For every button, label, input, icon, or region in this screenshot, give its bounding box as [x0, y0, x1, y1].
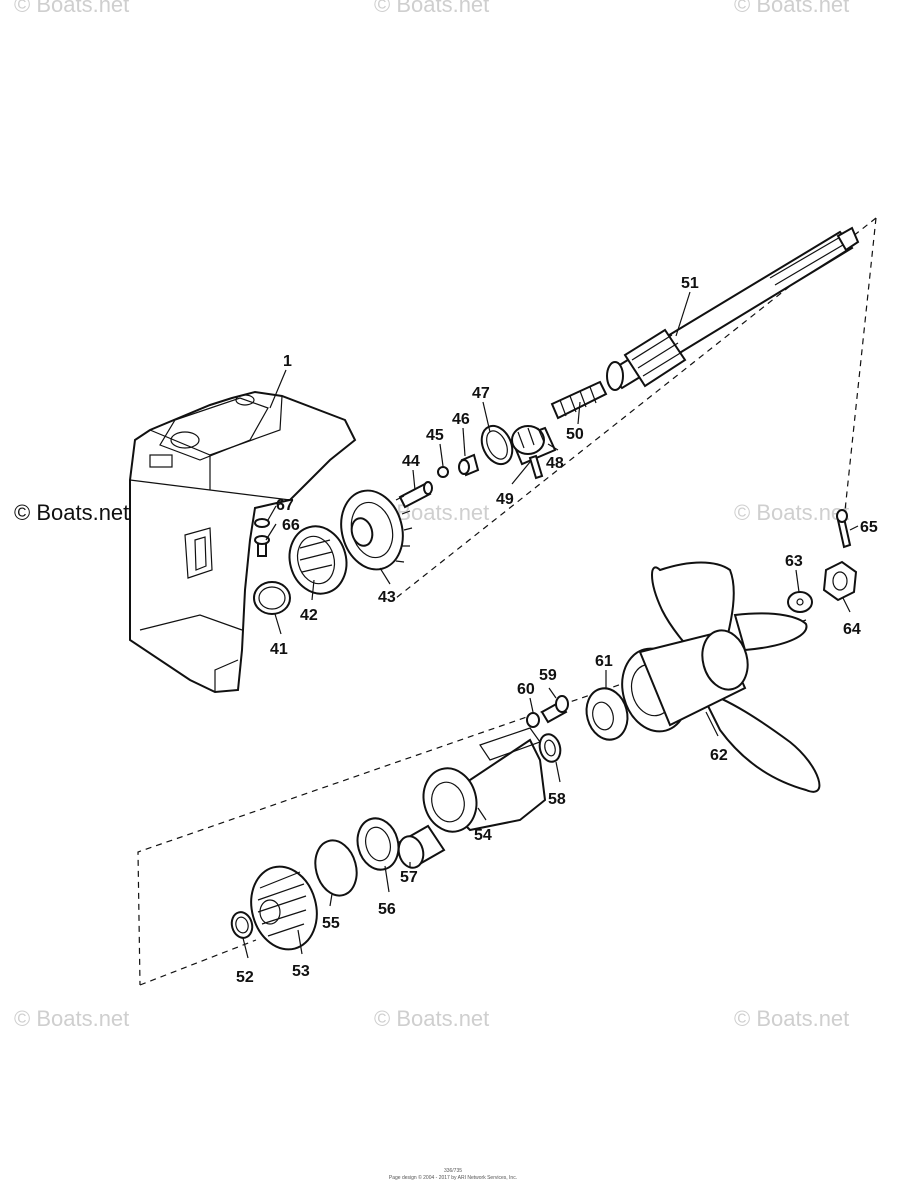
callout-label: 50	[566, 426, 584, 443]
callout-label: 67	[276, 497, 294, 514]
ball-bearing	[356, 817, 400, 871]
cam-follower	[398, 481, 433, 509]
cross-pin	[528, 454, 544, 480]
callout-label: 54	[474, 827, 492, 844]
watermark: © Boats.net	[14, 1006, 130, 1031]
retaining-ring	[480, 424, 514, 466]
callout-label: 64	[843, 621, 861, 638]
castle-nut	[822, 560, 858, 602]
assembly-guide-line	[843, 217, 877, 521]
carrier-o-ring	[314, 839, 358, 897]
watermark: © Boats.net	[734, 1006, 850, 1031]
callout-label: 44	[402, 453, 420, 470]
callout-label: 42	[300, 607, 318, 624]
detent-ball	[437, 466, 449, 478]
callout-label: 47	[472, 385, 490, 402]
callout-label: 55	[322, 915, 340, 932]
callout-label: 60	[517, 681, 535, 698]
callout-label: 57	[400, 869, 418, 886]
thrust-washer	[787, 591, 813, 613]
oil-seal	[538, 733, 562, 763]
assembly-guide-line	[137, 619, 807, 986]
forward-gear	[340, 489, 413, 571]
assembly-guide-line	[139, 939, 257, 986]
callout-label: 41	[270, 641, 288, 658]
callout-label: 65	[860, 519, 878, 536]
callout-label: 51	[681, 275, 699, 292]
callout-label: 62	[710, 747, 728, 764]
callout-label: 59	[539, 667, 557, 684]
cotter-pin	[836, 509, 852, 549]
bearing-carrier-screw	[540, 695, 569, 724]
tapered-bearing	[288, 525, 348, 595]
gearcase-housing	[129, 390, 357, 694]
watermark: © Boats.net	[734, 0, 850, 17]
screw-washer	[526, 712, 540, 728]
callout-label: 46	[452, 411, 470, 428]
propeller	[621, 561, 821, 793]
copyright-notice: Page design © 2004 - 2017 by ARI Network…	[388, 1175, 518, 1181]
watermark: © Boats.net	[14, 500, 130, 525]
callout-label: 1	[283, 353, 292, 370]
screw	[254, 535, 270, 557]
watermark: © Boats.net	[734, 500, 850, 525]
callout-label: 45	[426, 427, 444, 444]
watermark: © Boats.net	[374, 1006, 490, 1031]
callout-label: 63	[785, 553, 803, 570]
gear-washer	[230, 911, 254, 939]
bearing-carrier	[422, 727, 547, 833]
reverse-gear	[250, 865, 318, 951]
watermark: © Boats.net	[14, 0, 130, 17]
washer	[254, 518, 270, 528]
plunger	[458, 453, 480, 477]
watermark: © Boats.net	[374, 0, 490, 17]
thrust-bushing	[585, 687, 629, 741]
callout-label: 56	[378, 901, 396, 918]
leader-lines	[242, 291, 859, 959]
spring	[550, 380, 608, 420]
callout-label: 58	[548, 791, 566, 808]
needle-bearing	[397, 824, 446, 869]
clutch-dog	[510, 425, 557, 466]
callout-label: 66	[282, 517, 300, 534]
propeller-shaft	[606, 226, 860, 391]
page-counter: 336/735	[443, 1168, 463, 1174]
callout-label: 48	[546, 455, 564, 472]
callout-label: 43	[378, 589, 396, 606]
callout-label: 52	[236, 969, 254, 986]
callout-label: 61	[595, 653, 613, 670]
spring	[559, 386, 597, 417]
callout-label: 49	[496, 491, 514, 508]
callout-label: 53	[292, 963, 310, 980]
